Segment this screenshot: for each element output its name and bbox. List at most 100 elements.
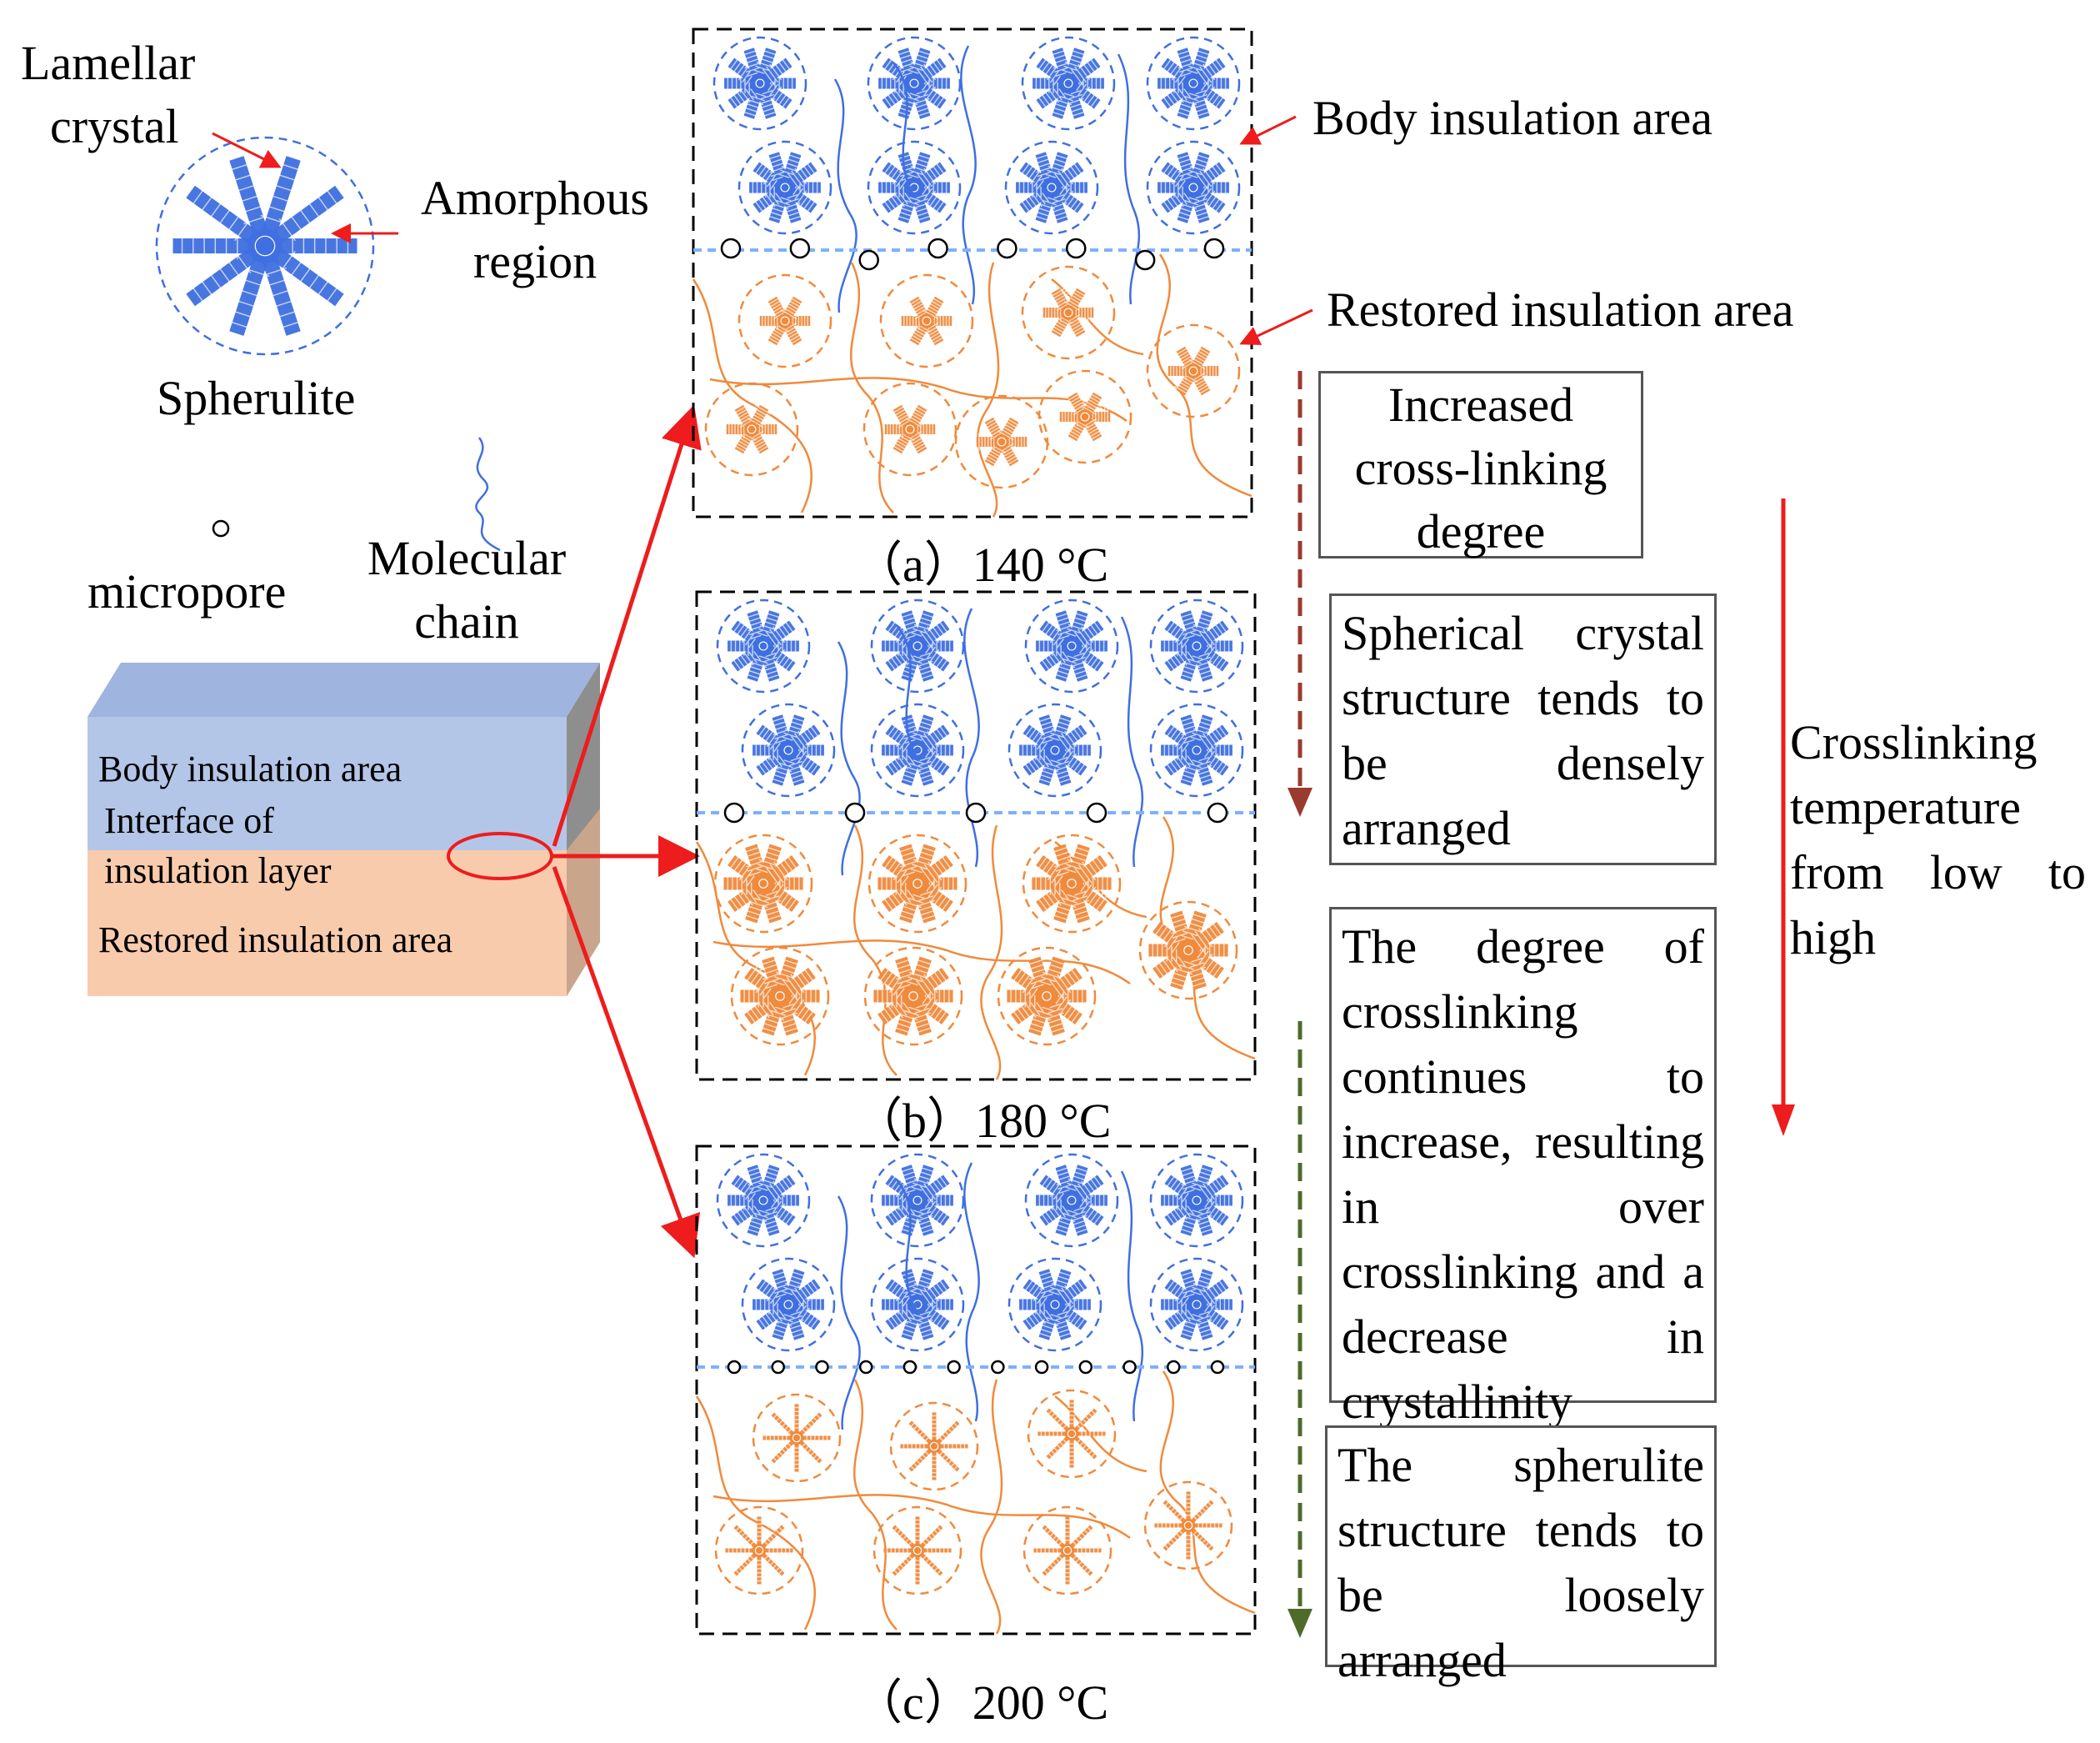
restored-spherulite (863, 946, 963, 1046)
micropore (1086, 802, 1108, 824)
panel-frame (695, 590, 1257, 1081)
micropore (1066, 238, 1087, 259)
restored-spherulite (704, 382, 799, 477)
micropore (720, 238, 742, 259)
legend-molecular-line2: chain (414, 594, 519, 649)
molecular-chain (833, 78, 858, 313)
body-spherulite (867, 36, 962, 131)
molecular-chain (712, 1494, 1131, 1540)
caption-c: （c）200 °C (854, 1675, 1109, 1730)
legend-lamellar-label: Lamellar crystal (21, 32, 195, 158)
restored-spherulite (713, 834, 813, 934)
body-spherulite (1149, 1153, 1244, 1248)
body-spherulite (1149, 1257, 1244, 1352)
trend-arrow-decrease-head (1288, 1609, 1312, 1638)
restored-spherulite (1143, 1480, 1233, 1570)
micropore (1210, 1360, 1225, 1375)
molecular-chain (960, 45, 977, 305)
restored-spherulite (889, 1401, 979, 1491)
micropore (727, 1360, 742, 1375)
restored-spherulite (1146, 323, 1241, 418)
legend-lamellar-line2: crystal (50, 99, 179, 153)
micropore (771, 1360, 785, 1375)
molecular-chain-symbol (475, 437, 501, 552)
block-top-face (88, 663, 600, 717)
body-area-pointer (1239, 115, 1297, 145)
body-spherulite (870, 599, 965, 694)
molecular-chain (896, 624, 919, 759)
trend-arrow-increase-head (1288, 788, 1312, 817)
legend-lamellar-line1: Lamellar (21, 36, 196, 90)
body-spherulite (1021, 36, 1116, 131)
molecular-chain (980, 1379, 1003, 1635)
block-restored-layer (88, 850, 567, 996)
molecular-chain (963, 1162, 980, 1422)
micropore (858, 249, 879, 271)
annotation-restored-area: Restored insulation area (1327, 283, 1794, 337)
molecular-chain (896, 1179, 919, 1314)
box-spherical-crystal: Spherical crystal structure tends to be … (1329, 594, 1717, 865)
micropore (789, 238, 811, 259)
micropore (902, 1360, 918, 1375)
arrow-to-panel-c (552, 866, 701, 1259)
legend-micropore-label: micropore (88, 564, 287, 619)
restored-spherulite (1027, 1389, 1117, 1479)
body-spherulite (870, 703, 965, 798)
molecular-chain (1051, 278, 1144, 356)
body-spherulite (1024, 1153, 1119, 1248)
molecular-chain (695, 1395, 816, 1630)
annotation-body-area: Body insulation area (1312, 91, 1713, 145)
box-loose-spherulite: The spherulite structure tends to be loo… (1325, 1425, 1717, 1687)
legend-spherulite-label: Spherulite (157, 371, 356, 425)
restored-spherulite (730, 946, 830, 1046)
micropore (947, 1360, 961, 1375)
panel-frame (695, 1144, 1257, 1635)
panel-a (692, 28, 1253, 518)
micropore (1207, 802, 1228, 824)
legend-molecular-label: Molecular chain (354, 527, 579, 654)
box-over-crosslinking: The degree of crosslinking continues to … (1329, 907, 1717, 1429)
restored-spherulite (738, 273, 832, 368)
body-spherulite (1004, 140, 1099, 235)
micropore (965, 802, 987, 824)
restored-spherulite (997, 946, 1097, 1046)
block-interface-label-1: Interface of (104, 800, 274, 841)
restored-spherulite (954, 394, 1049, 489)
micropore (1203, 238, 1225, 259)
molecular-chain (1117, 53, 1141, 305)
molecular-chain (892, 62, 916, 197)
block-body-label: Body insulation area (98, 749, 402, 789)
molecular-chain (850, 262, 894, 513)
restored-spherulite (862, 382, 958, 477)
molecular-chain (1054, 1395, 1148, 1473)
micropore-symbol (212, 519, 230, 538)
molecular-chain (1159, 1370, 1256, 1615)
body-spherulite (712, 36, 808, 131)
legend-amorphous-line2: region (472, 234, 598, 288)
lamellar-pointer (212, 132, 282, 168)
restored-spherulite (872, 1505, 962, 1595)
body-spherulite (867, 140, 962, 235)
micropore (858, 1360, 873, 1375)
micropore (928, 238, 948, 259)
molecular-chain (712, 939, 1131, 985)
restored-area-pointer (1239, 308, 1313, 345)
body-spherulite (1008, 703, 1102, 798)
body-spherulite (741, 703, 836, 798)
micropore (1134, 249, 1156, 271)
legend-spherulite (155, 136, 375, 356)
body-spherulite (1146, 140, 1241, 235)
molecular-chain (692, 278, 812, 513)
micropore (997, 238, 1018, 259)
temperature-label: Crosslinking temperature from low to hig… (1790, 715, 2086, 964)
body-spherulite (741, 1257, 836, 1352)
block-body-layer (88, 717, 567, 850)
body-spherulite (870, 1153, 965, 1248)
molecular-chain (963, 608, 980, 868)
molecular-chain (837, 1195, 861, 1430)
caption-b: （b）180 °C (854, 1094, 1112, 1148)
caption-a: （a）140 °C (854, 538, 1109, 592)
micropore (991, 1360, 1005, 1375)
block-interface-label-2: insulation layer (104, 850, 332, 891)
